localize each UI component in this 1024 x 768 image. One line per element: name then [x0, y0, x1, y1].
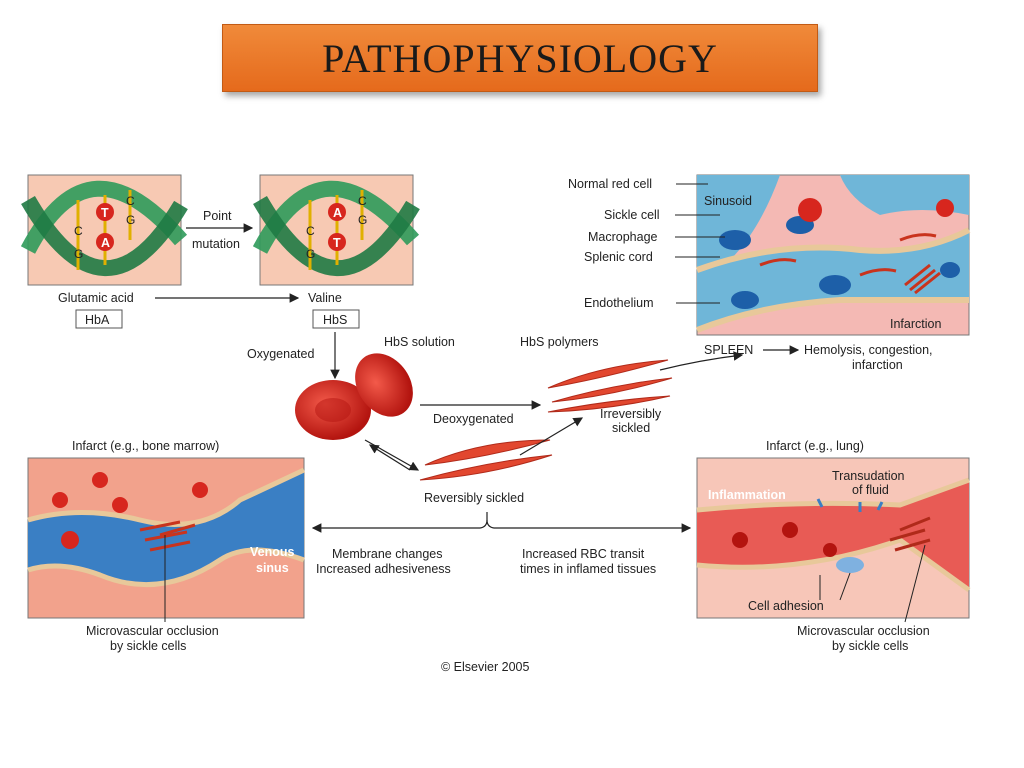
- rbc-transit-label: Increased RBC transit: [522, 547, 645, 561]
- venous-label: Venous: [250, 545, 295, 559]
- bone-marrow-heading: Infarct (e.g., bone marrow): [72, 439, 219, 453]
- hbs-label: HbS: [323, 313, 347, 327]
- to-right-panel-arrow: [486, 519, 692, 533]
- deoxygenated-label: Deoxygenated: [433, 412, 514, 426]
- hba-box: [75, 309, 123, 329]
- spleen-callouts: Normal red cell Sickle cell Macrophage S…: [568, 177, 725, 310]
- base-c-label: C: [74, 224, 83, 238]
- infarction-label: Infarction: [890, 317, 941, 331]
- page-title: PATHOPHYSIOLOGY: [322, 35, 718, 81]
- lung-panel: Inflammation: [696, 457, 971, 623]
- mutation-label: mutation: [192, 237, 240, 251]
- glutamic-acid-label: Glutamic acid: [58, 291, 134, 305]
- base-a-right-label: A: [333, 206, 342, 220]
- point-label: Point: [203, 209, 232, 223]
- base-g-right-label-2: G: [358, 213, 367, 227]
- base-a-right: [328, 203, 346, 221]
- sickle-polymers: [547, 359, 673, 413]
- base-g-label-2: G: [126, 213, 135, 227]
- to-left-panel-arrow: [311, 512, 488, 533]
- sinusoid-label: Sinusoid: [704, 194, 752, 208]
- to-spleen-arrow: [659, 351, 744, 371]
- fluid-label: of fluid: [852, 483, 889, 497]
- sickle-cell-label: Sickle cell: [604, 208, 660, 222]
- bone-marrow-panel: Venous sinus: [27, 457, 306, 622]
- spleen-panel: Sinusoid Infarction: [695, 174, 971, 336]
- bone-marrow-caption-1: Microvascular occlusion: [86, 624, 219, 638]
- hemolysis-label: Hemolysis, congestion,: [804, 343, 933, 357]
- base-a-left: [96, 233, 114, 251]
- splenic-cord-label: Splenic cord: [584, 250, 653, 264]
- to-reversibly-arrow: [364, 439, 420, 471]
- infarction-outcome-label: infarction: [852, 358, 903, 372]
- inflammation-label: Inflammation: [708, 488, 786, 502]
- spleen-label: SPLEEN: [704, 343, 753, 357]
- valine-label: Valine: [308, 291, 342, 305]
- hbs-solution-label: HbS solution: [384, 335, 455, 349]
- red-blood-cell-side: [355, 353, 413, 417]
- adhesiveness-label: Increased adhesiveness: [316, 562, 451, 576]
- macrophage-label: Macrophage: [588, 230, 658, 244]
- base-g-right-label: G: [306, 247, 315, 261]
- to-irreversibly-arrow: [519, 417, 584, 456]
- base-a-label: A: [101, 236, 110, 250]
- hbs-polymers-label: HbS polymers: [520, 335, 599, 349]
- oxygenated-label: Oxygenated: [247, 347, 314, 361]
- copyright-label: © Elsevier 2005: [441, 660, 529, 674]
- bone-marrow-caption-2: by sickle cells: [110, 639, 186, 653]
- back-arrow: [368, 444, 411, 471]
- title-banner: PATHOPHYSIOLOGY: [222, 24, 818, 92]
- base-c-label-2: C: [126, 194, 135, 208]
- dna-panel-left: T A C G C G: [20, 174, 188, 286]
- base-t-left: [96, 203, 114, 221]
- base-t-right-label: T: [333, 236, 341, 250]
- normal-red-cell-label: Normal red cell: [568, 177, 652, 191]
- base-c-right-label: C: [306, 224, 315, 238]
- lung-heading: Infarct (e.g., lung): [766, 439, 864, 453]
- cell-adhesion-label: Cell adhesion: [748, 599, 824, 613]
- membrane-changes-label: Membrane changes: [332, 547, 442, 561]
- sinus-label: sinus: [256, 561, 289, 575]
- hba-label: HbA: [85, 313, 110, 327]
- reversibly-sickled-cells: [419, 439, 553, 481]
- endothelium-label: Endothelium: [584, 296, 654, 310]
- sickled-label: sickled: [612, 421, 650, 435]
- transudation-label: Transudation: [832, 469, 905, 483]
- lung-caption-2: by sickle cells: [832, 639, 908, 653]
- lung-caption-1: Microvascular occlusion: [797, 624, 930, 638]
- base-t-label: T: [101, 206, 109, 220]
- reversibly-sickled-label: Reversibly sickled: [424, 491, 524, 505]
- base-g-label: G: [74, 247, 83, 261]
- base-c-right-label-2: C: [358, 194, 367, 208]
- base-t-right: [328, 233, 346, 251]
- dna-panel-right: A T C G C G: [252, 174, 420, 286]
- hbs-box: [312, 309, 360, 329]
- irreversibly-label: Irreversibly: [600, 407, 662, 421]
- inflamed-tissues-label: times in inflamed tissues: [520, 562, 656, 576]
